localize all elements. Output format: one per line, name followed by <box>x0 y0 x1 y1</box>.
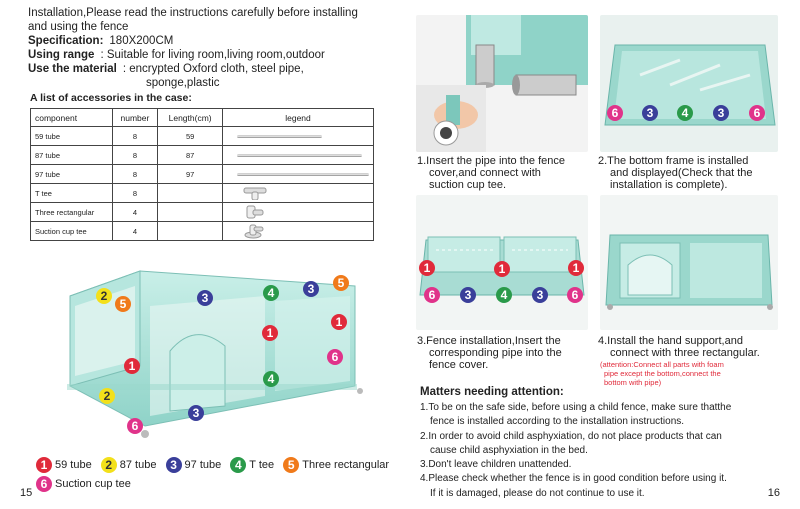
step4-photo <box>600 195 778 330</box>
badge-1: 1 <box>568 260 584 276</box>
t-tee-icon <box>243 187 267 200</box>
table-row: Three rectangular 4 <box>30 202 374 222</box>
badge-1: 1 <box>419 260 435 276</box>
col-legend: legend <box>222 108 374 127</box>
attention-title: Matters needing attention: <box>420 386 564 398</box>
t-tee-legend <box>222 183 374 203</box>
table-row: T tee 8 <box>30 183 374 203</box>
step2-photo <box>600 15 778 152</box>
intro-text: Installation,Please read the instruction… <box>28 7 358 33</box>
badge-6: 6 <box>327 349 343 365</box>
badge-6: 6 <box>567 287 583 303</box>
badge-4: 4 <box>263 371 279 387</box>
badge-6: 6 <box>749 105 765 121</box>
step1-caption: 1.Insert the pipe into the fence cover,a… <box>417 155 565 191</box>
table-header-row: component number Length(cm) legend <box>30 108 374 127</box>
col-length: Length(cm) <box>157 108 223 127</box>
three-rect-legend <box>222 202 374 222</box>
tube-87-legend <box>222 145 374 165</box>
col-component: component <box>30 108 113 127</box>
col-number: number <box>111 108 159 127</box>
tube-97-legend <box>222 164 374 184</box>
attention-list: 1.To be on the safe side, before using a… <box>420 401 790 501</box>
badge-6: 6 <box>607 105 623 121</box>
intro-block: Installation,Please read the instruction… <box>28 6 358 90</box>
table-row: 87 tube 8 87 <box>30 145 374 165</box>
badge-5: 5 <box>115 296 131 312</box>
badge-5: 5 <box>333 275 349 291</box>
list-item: 4.Please check whether the fence is in g… <box>420 473 727 499</box>
step3-caption: 3.Fence installation,Insert the correspo… <box>417 335 562 371</box>
right-page: 6 3 4 3 6 1.Insert the pipe into the fen… <box>400 0 800 509</box>
badge-4: 4 <box>677 105 693 121</box>
page-number: 16 <box>767 487 780 499</box>
badge-3: 3 <box>532 287 548 303</box>
material-row: Use the material : encrypted Oxford clot… <box>28 63 304 75</box>
step4-caption: 4.Install the hand support,and connect w… <box>598 335 760 359</box>
badge-3: 3 <box>642 105 658 121</box>
assembled-fence-illustration <box>67 270 363 438</box>
step2-caption: 2.The bottom frame is installed and disp… <box>598 155 753 191</box>
badge-2: 2 <box>99 388 115 404</box>
badge-4: 4 <box>263 285 279 301</box>
step4-attention-note: (attention:Connect all parts with foam p… <box>600 360 724 387</box>
list-item: 2.In order to avoid child asphyxiation, … <box>420 430 722 456</box>
badge-3: 3 <box>197 290 213 306</box>
badge-1: 1 <box>494 261 510 277</box>
accessories-table: component number Length(cm) legend 59 tu… <box>30 108 374 241</box>
corner-connector-icon <box>246 205 264 219</box>
suction-cup-tee-icon <box>244 224 264 239</box>
badge-1: 1 <box>331 314 347 330</box>
badge-2: 2 <box>96 288 112 304</box>
list-item: 3.Don't leave children unattended. <box>420 459 572 471</box>
table-row: Suction cup tee 4 <box>30 221 374 241</box>
list-item: 1.To be on the safe side, before using a… <box>420 402 732 428</box>
badge-1: 1 <box>262 325 278 341</box>
using-range-row: Using range : Suitable for living room,l… <box>28 49 325 61</box>
step1-photo <box>416 15 588 152</box>
table-row: 59 tube 8 59 <box>30 126 374 146</box>
badge-3: 3 <box>460 287 476 303</box>
page-number: 15 <box>20 487 33 499</box>
badge-1: 1 <box>124 358 140 374</box>
material-row-2: sponge,plastic <box>146 77 220 89</box>
accessories-title: A list of accessories in the case: <box>30 92 192 104</box>
badge-4: 4 <box>496 287 512 303</box>
badge-3: 3 <box>188 405 204 421</box>
left-page: Installation,Please read the instruction… <box>20 6 395 499</box>
badge-3: 3 <box>713 105 729 121</box>
badge-3: 3 <box>303 281 319 297</box>
suction-cup-legend <box>222 221 374 241</box>
table-row: 97 tube 8 97 <box>30 164 374 184</box>
badge-6: 6 <box>424 287 440 303</box>
spec-row: Specification: 180X200CM <box>28 35 174 47</box>
badge-6: 6 <box>127 418 143 434</box>
tube-59-legend <box>222 126 374 146</box>
